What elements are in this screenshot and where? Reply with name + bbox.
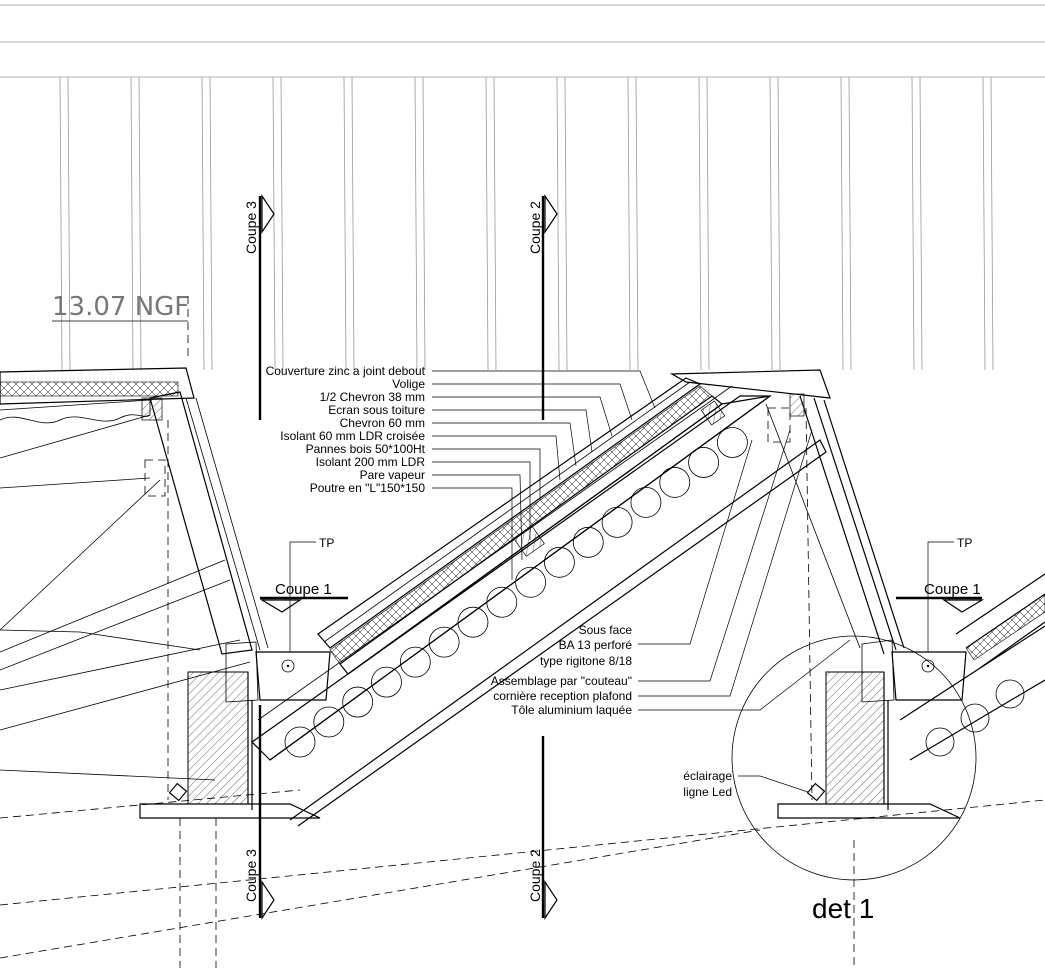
gutter-left [255, 651, 331, 701]
insulation-loop [544, 546, 575, 578]
led-callout: éclairage ligne Led [683, 769, 809, 799]
insulation-loop [659, 467, 691, 498]
seam-line [982, 76, 986, 371]
coupe-2-top-label: Coupe 2 [527, 201, 543, 254]
layer-label-4: Ecran sous toiture [328, 403, 425, 417]
layer-label-3: 1/2 Chevron 38 mm [320, 390, 425, 404]
layer-label-1: Couverture zinc a joint debout [266, 364, 426, 378]
insulation-loop [601, 506, 633, 538]
insulation-loop [284, 726, 316, 758]
insulation-loop [342, 686, 374, 718]
assemblage-line-3: Tôle aluminium laquée [511, 703, 632, 717]
coupe-1-left-label: Coupe 1 [275, 581, 332, 598]
coupe-3-bottom-label: Coupe 3 [243, 849, 259, 902]
assemblage-line-2: cornière reception plafond [493, 689, 632, 703]
sous-face-line-2: BA 13 perforé [559, 638, 633, 652]
seam-line [351, 76, 355, 371]
seam-line [698, 76, 702, 371]
seam-line [556, 76, 560, 371]
tp-label-right: TP [957, 536, 972, 550]
sous-face-line-3: type rigitone 8/18 [540, 654, 632, 668]
coupe-1-right-label: Coupe 1 [924, 581, 981, 598]
seam-line [919, 76, 923, 371]
seam-line [272, 76, 276, 371]
layer-label-2: Volige [392, 377, 425, 391]
insulation-loop [688, 447, 719, 478]
dashed-projection-lines [0, 789, 1045, 959]
coupe-3-top-label: Coupe 3 [243, 201, 259, 254]
seam-line [280, 76, 284, 371]
insulation-loop [428, 626, 460, 658]
seam-line [627, 76, 631, 371]
roof-layer-callouts: Couverture zinc a joint debout Volige 1/… [266, 364, 656, 580]
insulation-loop [486, 586, 518, 618]
assemblage-line-1: Assemblage par "couteau" [491, 674, 632, 688]
insulation-loop [572, 526, 604, 558]
insulation-loop [371, 666, 402, 698]
insulation-loop [313, 706, 345, 738]
seam-line [414, 76, 418, 371]
insulation-loop [399, 646, 431, 678]
sous-face-line-1: Sous face [579, 623, 633, 637]
seam-line [485, 76, 489, 371]
seam-line [911, 76, 915, 371]
led-note-line-2: ligne Led [683, 785, 732, 799]
seam-line [67, 76, 71, 371]
seam-line [493, 76, 497, 371]
section-cuts: Coupe 3 Coupe 3 Coupe 2 Coupe 2 Coupe 1 … [243, 194, 985, 920]
level-marker: 13.07 NGF [52, 292, 189, 356]
seam-line [990, 76, 994, 371]
detail-label: det 1 [812, 893, 874, 924]
layer-label-6: Isolant 60 mm LDR croisée [280, 429, 425, 443]
seam-line [209, 76, 213, 371]
right-wall [731, 407, 1045, 968]
layer-label-8: Isolant 200 mm LDR [316, 455, 426, 469]
layer-label-5: Chevron 60 mm [340, 416, 425, 430]
tp-label-left: TP [319, 536, 334, 550]
level-marker-label: 13.07 NGF [52, 292, 189, 322]
layer-label-10: Poutre en "L"150*150 [310, 481, 426, 495]
seam-line [769, 76, 773, 371]
seam-line [138, 76, 142, 371]
insulation-loop [515, 566, 547, 598]
seam-line [848, 76, 852, 371]
seam-line [201, 76, 205, 371]
seam-line [564, 76, 568, 371]
seam-line [59, 76, 63, 371]
insulation-loop [630, 486, 662, 518]
seam-line [130, 76, 134, 371]
left-roof-section [0, 367, 269, 781]
led-note-line-1: éclairage [683, 769, 732, 783]
insulation-loop [717, 427, 748, 458]
seam-line [422, 76, 426, 371]
layer-label-7: Pannes bois 50*100Ht [306, 442, 426, 456]
tp-markers: TP TP [289, 536, 972, 652]
seam-line [840, 76, 844, 371]
ceiling-callouts: Sous face BA 13 perforé type rigitone 8/… [491, 429, 851, 717]
standing-seams [59, 76, 994, 371]
left-wall [139, 420, 321, 968]
coupe-2-bottom-label: Coupe 2 [527, 849, 543, 902]
insulation-loop [457, 606, 489, 638]
seam-line [706, 76, 710, 371]
elevation-background [0, 4, 1045, 371]
seam-line [635, 76, 639, 371]
seam-line [343, 76, 347, 371]
seam-line [777, 76, 781, 371]
layer-label-9: Pare vapeur [360, 468, 425, 482]
